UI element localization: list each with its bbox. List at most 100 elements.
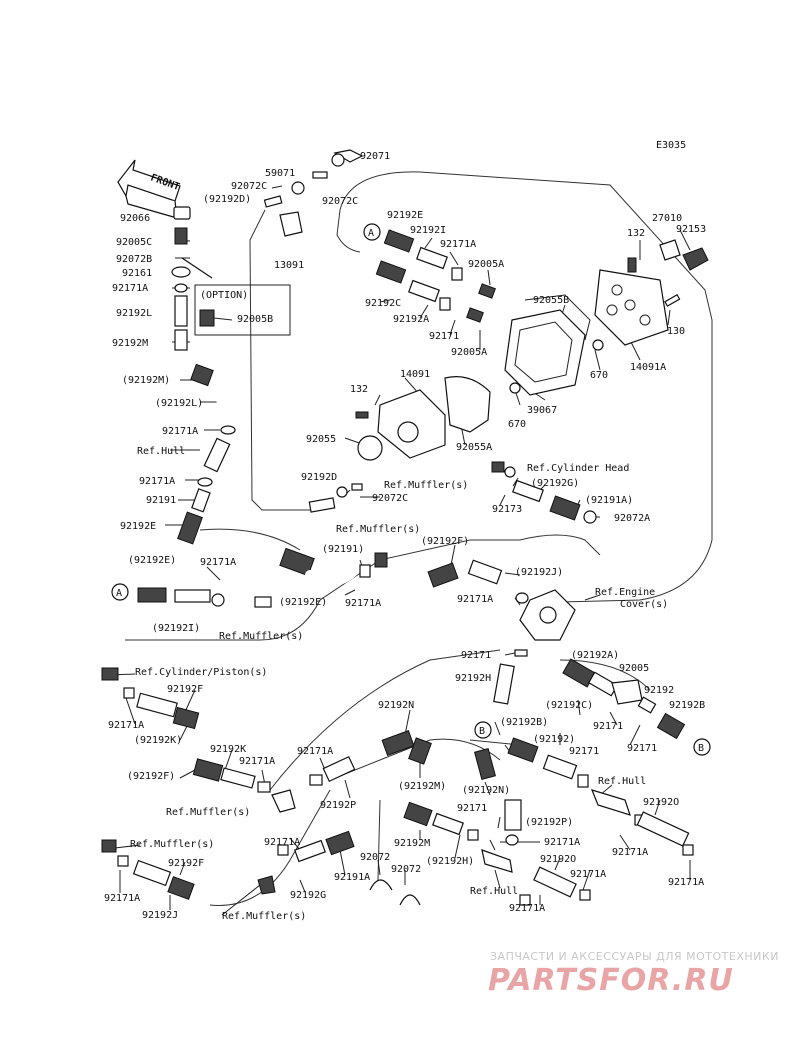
label-92191-1: 92191 bbox=[146, 495, 176, 506]
hose-92192J bbox=[132, 859, 172, 887]
label-92192L-paren: (92192L) bbox=[155, 398, 203, 409]
label-92192I-paren: (92192I) bbox=[152, 623, 200, 634]
hose-92192O-right bbox=[636, 811, 690, 847]
hose-92192L-short bbox=[174, 295, 188, 327]
option-box bbox=[194, 284, 291, 336]
hose-92192I-a bbox=[174, 589, 211, 603]
label-92171A-9: 92171A bbox=[239, 756, 275, 767]
label-59071: 59071 bbox=[265, 168, 295, 179]
label-92171A-13: 92171A bbox=[544, 837, 580, 848]
hose-92192F-paren bbox=[192, 758, 224, 782]
clamp-92171A-4 bbox=[211, 593, 225, 607]
watermark-line2: PARTSFOR.RU bbox=[488, 963, 734, 998]
label-92072A: 92072A bbox=[614, 513, 650, 524]
label-92191-paren: (92191) bbox=[322, 544, 364, 555]
routing-line-left bbox=[249, 209, 315, 511]
label-92192K-paren: (92192K) bbox=[134, 735, 182, 746]
hose-92192J-mid bbox=[467, 559, 503, 585]
hose-92191A-mid bbox=[549, 495, 581, 521]
clamp-92171A-16 bbox=[579, 889, 591, 901]
label-92005B: 92005B bbox=[237, 314, 273, 325]
fitting-muffler-d bbox=[101, 839, 117, 853]
circle-a-1-label: A bbox=[116, 588, 122, 599]
circle-a-2-label: A bbox=[368, 228, 374, 239]
label-92071: 92071 bbox=[360, 151, 390, 162]
label-92192D: 92192D bbox=[301, 472, 337, 483]
cap-92066 bbox=[173, 206, 191, 220]
hose-92192M-curl bbox=[190, 363, 214, 387]
label-ref-hull-2: Ref.Hull bbox=[598, 776, 646, 787]
sensor-27010 bbox=[659, 239, 681, 261]
oring-670-b bbox=[509, 382, 521, 394]
label-92192E-paren: (92192E) bbox=[128, 555, 176, 566]
hose-92192-bottom bbox=[542, 754, 578, 780]
label-92192H: 92192H bbox=[455, 673, 491, 684]
fitting-92005C bbox=[174, 227, 188, 245]
label-92192A-1: 92192A bbox=[393, 314, 429, 325]
label-ref-muffler-2: Ref.Muffler(s) bbox=[336, 524, 420, 535]
fitting-hull-2 bbox=[590, 789, 631, 816]
routing-line-k bbox=[269, 649, 501, 791]
label-92171A-10: 92171A bbox=[297, 746, 333, 757]
label-ref-muffler-4: Ref.Muffler(s) bbox=[166, 807, 250, 818]
label-14091: 14091 bbox=[400, 369, 430, 380]
label-92171A-7: 92171A bbox=[457, 594, 493, 605]
label-92191A-paren: (92191A) bbox=[585, 495, 633, 506]
label-92005: 92005 bbox=[619, 663, 649, 674]
front-arrow-icon bbox=[117, 159, 181, 219]
label-ref-muffler-3: Ref.Muffler(s) bbox=[384, 480, 468, 491]
label-ref-cylinder-piston: Ref.Cylinder/Piston(s) bbox=[135, 667, 267, 678]
clamp-92171-3 bbox=[637, 696, 657, 714]
label-ref-engine-cover-1: Ref.Engine bbox=[595, 587, 655, 598]
hose-92192E-a bbox=[137, 587, 167, 603]
label-39067: 39067 bbox=[527, 405, 557, 416]
label-92072B: 92072B bbox=[116, 254, 152, 265]
oring-670-a bbox=[592, 339, 604, 351]
washer-92072A bbox=[583, 510, 597, 524]
clamp-92171A-9 bbox=[257, 781, 271, 793]
hose-92192E-b bbox=[279, 547, 315, 577]
clamp-92171-5 bbox=[577, 774, 589, 788]
routing-line-top bbox=[339, 171, 713, 603]
circle-b-2-label: B bbox=[479, 726, 485, 737]
label-ref-muffler-6: Ref.Muffler(s) bbox=[222, 911, 306, 922]
clamp-92171A-3 bbox=[197, 477, 213, 487]
label-92192H-paren: (92192H) bbox=[426, 856, 474, 867]
plug-92153 bbox=[682, 247, 709, 271]
hose-92192N-paren bbox=[474, 748, 496, 780]
routing-line-j bbox=[209, 789, 331, 906]
label-ref-hull-3: Ref.Hull bbox=[470, 886, 518, 897]
label-92192O-1: 92192O bbox=[643, 797, 679, 808]
hose-92192P-paren bbox=[504, 799, 522, 831]
label-92192F-2: 92192F bbox=[168, 858, 204, 869]
label-92005A-1: 92005A bbox=[468, 259, 504, 270]
hose-92192C bbox=[375, 260, 407, 284]
label-92192C-1: 92192C bbox=[365, 298, 401, 309]
fitting-muffler-b bbox=[374, 552, 388, 568]
label-92153: 92153 bbox=[676, 224, 706, 235]
label-92192M-paren-1: (92192M) bbox=[122, 375, 170, 386]
washer-92161 bbox=[171, 266, 191, 278]
label-132-1: 132 bbox=[350, 384, 368, 395]
label-92191A: 92191A bbox=[334, 872, 370, 883]
tee-92005 bbox=[611, 679, 643, 705]
label-92173: 92173 bbox=[492, 504, 522, 515]
label-ref-muffler-1: Ref.Muffler(s) bbox=[219, 631, 303, 642]
hose-92192F-mid bbox=[427, 562, 459, 588]
label-92192G: 92192G bbox=[290, 890, 326, 901]
label-92171A-16: 92171A bbox=[570, 869, 606, 880]
label-670-1: 670 bbox=[590, 370, 608, 381]
label-92171A-12: 92171A bbox=[668, 877, 704, 888]
fitting-muffler-a bbox=[254, 596, 272, 608]
label-92192N-paren: (92192N) bbox=[462, 785, 510, 796]
label-92192D-paren: (92192D) bbox=[203, 194, 251, 205]
label-670-2: 670 bbox=[508, 419, 526, 430]
label-92192M-1: 92192M bbox=[112, 338, 148, 349]
label-92192N: 92192N bbox=[378, 700, 414, 711]
bolt-132-left bbox=[355, 411, 369, 419]
hose-92192E-left bbox=[177, 511, 203, 545]
washer-92072C-mid bbox=[336, 486, 348, 498]
label-leaders-bottom bbox=[109, 673, 661, 851]
label-92171A-6: 92171A bbox=[440, 239, 476, 250]
routing-line-a bbox=[125, 559, 381, 641]
